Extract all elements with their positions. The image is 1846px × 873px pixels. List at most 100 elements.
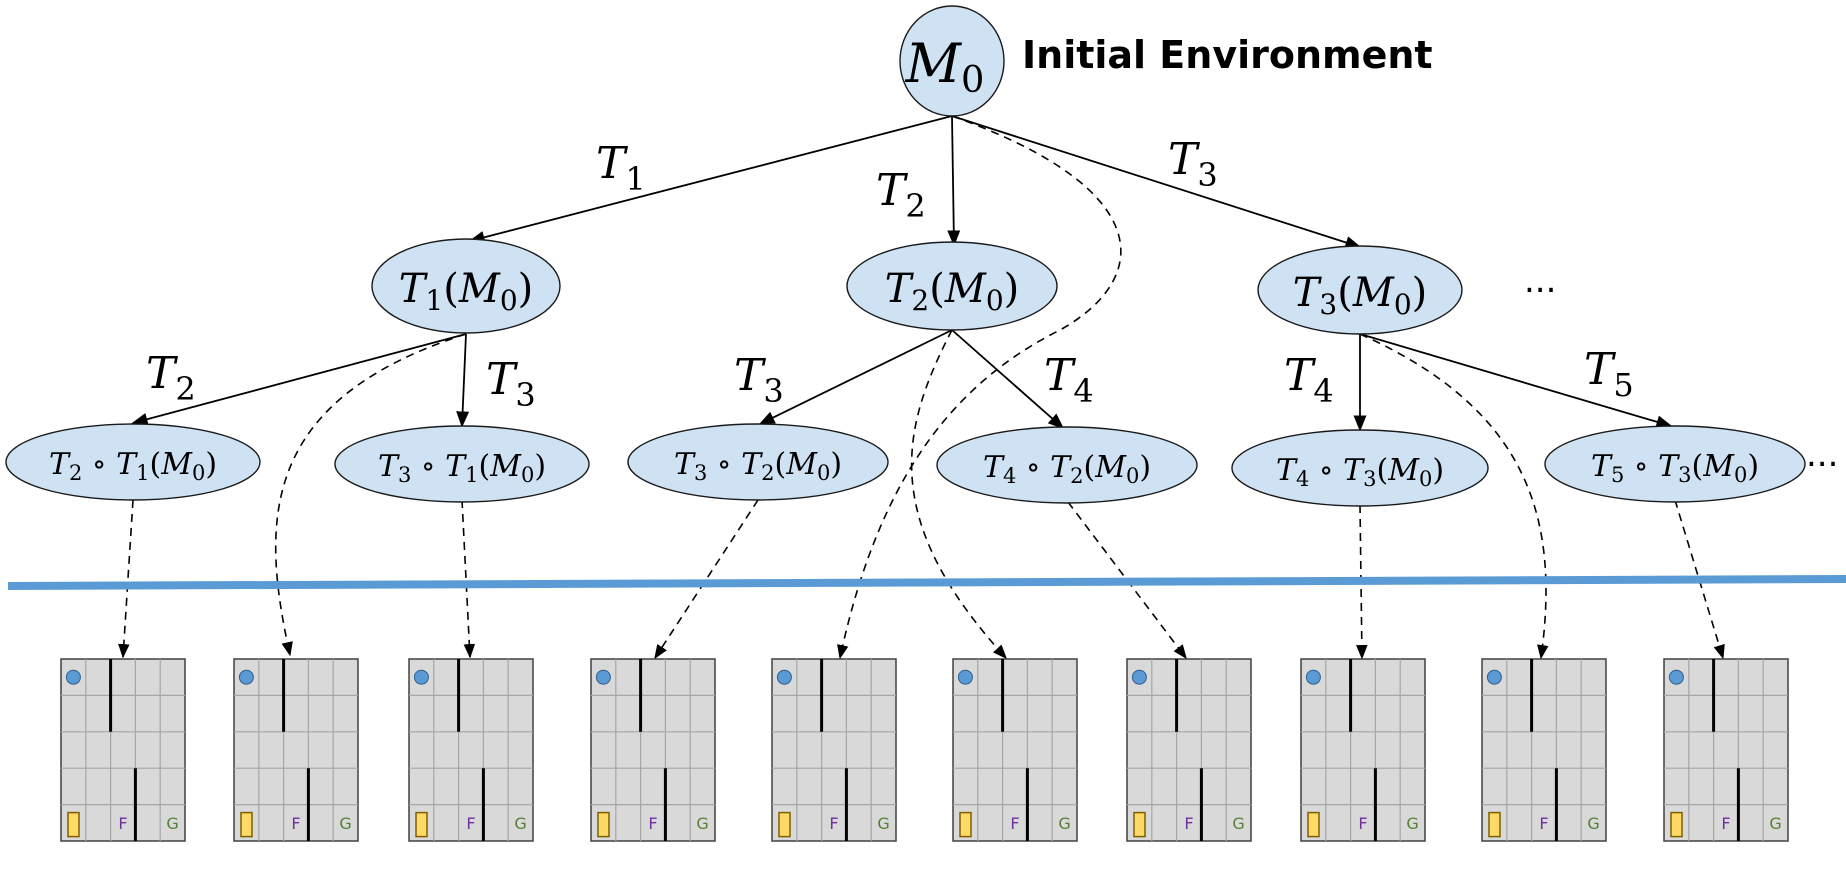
grid-g-label: G — [1232, 814, 1244, 833]
root-node: M0 Initial Environment — [899, 5, 1433, 117]
grid-f-label: F — [291, 814, 300, 833]
grid-f-label: F — [1010, 814, 1019, 833]
agent-marker — [413, 669, 429, 685]
level1-edge-labels: T1 T2 T3 — [596, 134, 1218, 225]
grid-g-label: G — [1769, 814, 1781, 833]
agent-marker — [238, 669, 254, 685]
dash-t2t1-grid1 — [118, 499, 134, 659]
grid-background — [233, 658, 359, 842]
grid-g-label: G — [166, 814, 178, 833]
box-marker — [959, 811, 972, 838]
node-l2-5: T4 ∘ T3(M0) — [1231, 429, 1489, 507]
dash-t3-grid9 — [1359, 333, 1549, 660]
grid-background — [408, 658, 534, 842]
grid-f-label: F — [1184, 814, 1193, 833]
grid-f-label: F — [648, 814, 657, 833]
level2-edge-labels: T2 T3 T3 T4 T4 T5 — [146, 344, 1634, 414]
agent-marker — [1486, 669, 1502, 685]
node-l2-1-ellipse — [5, 423, 261, 501]
agent-marker — [595, 669, 611, 685]
node-l2-6: T5 ∘ T3(M0) — [1544, 425, 1806, 503]
grid-background — [1126, 658, 1252, 842]
node-t1-m0: T1(M0) — [371, 238, 561, 334]
edge-t2-t3t2 — [758, 329, 953, 425]
box-marker — [415, 811, 428, 838]
edge-label-l2-6: T5 — [1584, 344, 1634, 404]
node-t2-m0: T2(M0) — [846, 241, 1058, 331]
edge-label-t3: T3 — [1168, 134, 1218, 194]
dash-t2-grid6 — [910, 329, 1007, 660]
divider-line — [7, 575, 1846, 590]
grid-f-label: F — [1358, 814, 1367, 833]
box-marker — [1488, 811, 1501, 838]
node-t1-ellipse — [371, 238, 561, 334]
grid-f-label: F — [118, 814, 127, 833]
edge-t1-t3t1 — [456, 333, 470, 428]
agent-marker — [1668, 669, 1684, 685]
node-l2-2: T3 ∘ T1(M0) — [334, 425, 590, 503]
grid-g-label: G — [1406, 814, 1418, 833]
grid-f-label: F — [1721, 814, 1730, 833]
grid-f-label: F — [466, 814, 475, 833]
edge-t3-t5t3 — [1359, 333, 1673, 429]
edge-t1-t2t1 — [131, 333, 467, 426]
box-marker — [1133, 811, 1146, 838]
edge-m0-t1 — [468, 115, 953, 244]
box-marker — [597, 811, 610, 838]
agent-marker — [1131, 669, 1147, 685]
grid-g-label: G — [514, 814, 526, 833]
agent-marker — [776, 669, 792, 685]
node-l2-3: T3 ∘ T2(M0) — [627, 423, 889, 501]
edge-label-l2-2: T3 — [486, 354, 536, 414]
dash-t1-grid2 — [274, 333, 467, 657]
node-t3-m0: T3(M0) — [1257, 245, 1463, 335]
grid-background — [590, 658, 716, 842]
box-marker — [1670, 811, 1683, 838]
dash-t3t2-grid4 — [654, 499, 759, 660]
node-l2-3-ellipse — [627, 423, 889, 501]
edge-label-l2-1: T2 — [146, 348, 196, 408]
node-l2-4-ellipse — [936, 426, 1198, 504]
grid-g-label: G — [696, 814, 708, 833]
root-caption: Initial Environment — [1022, 33, 1433, 77]
box-marker — [240, 811, 253, 838]
ellipsis-level1: ... — [1524, 261, 1556, 301]
level2-nodes: T2 ∘ T1(M0) T3 ∘ T1(M0) T3 ∘ T2(M0) T4 ∘… — [5, 423, 1838, 507]
dash-t4t2-grid7 — [1067, 501, 1187, 660]
box-marker — [778, 811, 791, 838]
level1-nodes: T1(M0) T2(M0) T3(M0) ... — [371, 238, 1556, 335]
node-l2-4: T4 ∘ T2(M0) — [936, 426, 1198, 504]
solid-edges — [131, 115, 1673, 432]
box-marker — [1307, 811, 1320, 838]
edge-label-t2: T2 — [876, 165, 926, 225]
grid-g-label: G — [339, 814, 351, 833]
agent-marker — [1305, 669, 1321, 685]
grid-background — [1300, 658, 1426, 842]
edge-m0-t3 — [951, 115, 1362, 249]
node-l2-6-label: T5 ∘ T3(M0) — [1591, 449, 1759, 487]
ellipsis-level2: ... — [1806, 435, 1838, 475]
edge-m0-t2 — [947, 115, 961, 247]
edge-t2-t4t2 — [951, 329, 1065, 430]
edge-label-l2-5: T4 — [1284, 350, 1334, 410]
root-ellipse — [899, 5, 1005, 117]
grid-f-label: F — [829, 814, 838, 833]
grid-background — [771, 658, 897, 842]
box-marker — [67, 811, 80, 838]
grid-g-label: G — [1587, 814, 1599, 833]
node-l2-6-ellipse — [1544, 425, 1806, 503]
grid-background — [952, 658, 1078, 842]
grid-background — [1481, 658, 1607, 842]
edge-label-l2-3: T3 — [734, 350, 784, 410]
node-l2-2-ellipse — [334, 425, 590, 503]
